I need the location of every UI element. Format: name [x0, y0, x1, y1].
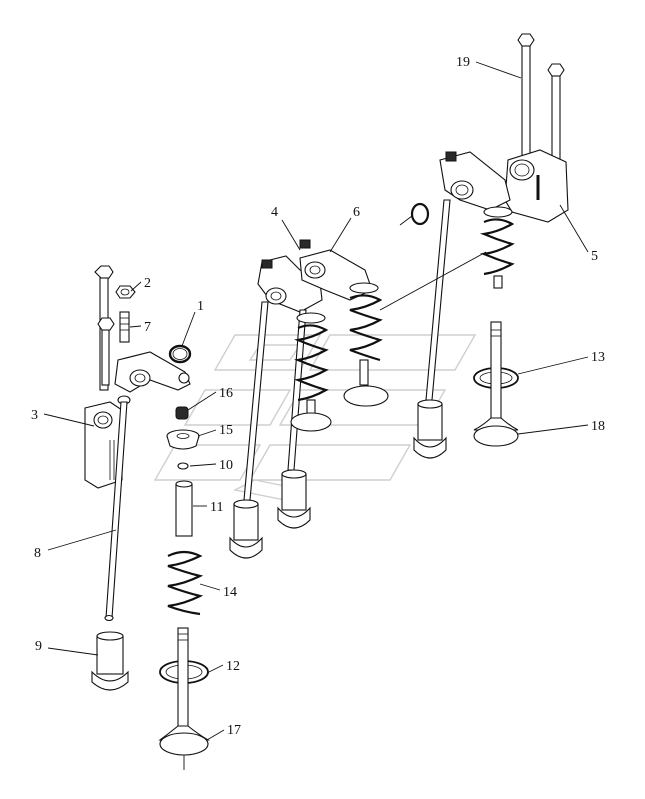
part-7-adjusting-screw [119, 311, 130, 343]
part-11-valve-guide [175, 480, 193, 537]
right-tappet [413, 399, 447, 459]
callout-18: 18 [591, 419, 605, 434]
part-8-pushrod [104, 395, 131, 622]
part-10-valve-seal [177, 462, 189, 470]
right-circlip [410, 202, 430, 226]
left-short-bolt [97, 317, 115, 386]
part-2-nut [115, 285, 136, 299]
callout-labels: 1 2 3 4 5 6 7 8 9 10 11 12 13 14 15 16 1… [31, 55, 605, 738]
callout-16: 16 [219, 386, 233, 401]
right-rocker-arm [439, 151, 511, 211]
callout-5: 5 [591, 249, 598, 264]
callout-8: 8 [34, 546, 41, 561]
callout-9: 9 [35, 639, 42, 654]
middle-tappets [229, 469, 311, 559]
callout-3: 3 [31, 408, 38, 423]
part-19-bracket-bolts [517, 33, 565, 167]
callout-11: 11 [210, 500, 223, 515]
middle-rocker-arms [257, 239, 373, 313]
callout-2: 2 [144, 276, 151, 291]
part-9-tappet [91, 631, 129, 691]
callout-12: 12 [226, 659, 240, 674]
callout-17: 17 [227, 723, 241, 738]
left-rocker-arm [114, 351, 191, 393]
part-18-valve [473, 321, 519, 447]
callout-13: 13 [591, 350, 605, 365]
callout-4: 4 [271, 205, 278, 220]
part-16-valve-keepers [175, 406, 189, 420]
part-5-rocker-bracket [504, 149, 569, 223]
callout-19: 19 [456, 55, 470, 70]
middle-valve-springs [293, 282, 383, 402]
middle-valves [290, 359, 389, 432]
leader-lines [43, 61, 589, 741]
right-valve-spring [479, 206, 515, 289]
part-15-spring-retainer [166, 429, 200, 450]
part-17-valve [158, 627, 210, 770]
callout-6: 6 [353, 205, 360, 220]
part-14-valve-spring [167, 550, 204, 616]
part-3-rocker-bracket [84, 401, 123, 489]
callout-15: 15 [219, 423, 233, 438]
part-1-circlip [168, 344, 192, 364]
callout-14: 14 [223, 585, 237, 600]
callout-7: 7 [144, 320, 151, 335]
callout-10: 10 [219, 458, 233, 473]
callout-1: 1 [197, 299, 204, 314]
